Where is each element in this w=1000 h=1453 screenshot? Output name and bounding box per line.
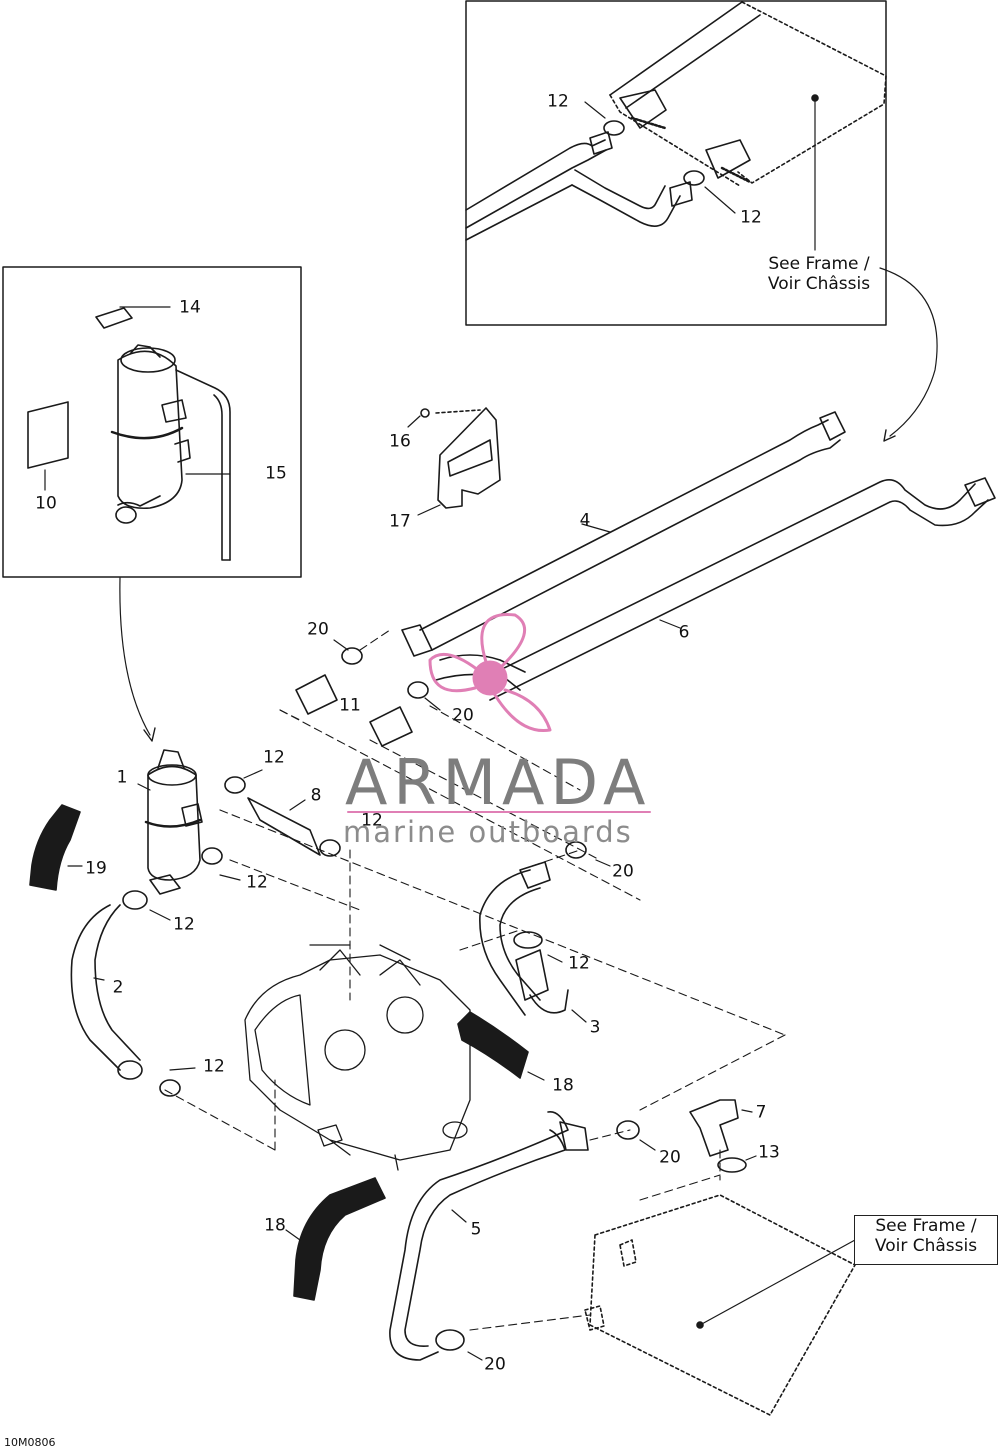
callout-18-a: 18 (552, 1075, 574, 1096)
callout-20-a: 20 (307, 619, 329, 640)
inset-hoses (465, 120, 705, 241)
hose-2 (70, 890, 181, 1097)
callout-11: 11 (339, 695, 361, 716)
hose-5 (389, 1111, 589, 1361)
callout-17: 17 (389, 511, 411, 532)
frame-panel (584, 1194, 856, 1416)
watermark-tagline: marine outboards (343, 815, 633, 849)
inset-left-reservoir-frame (2, 266, 302, 578)
callout-12-f: 12 (203, 1056, 225, 1077)
inset-reservoir (27, 307, 231, 561)
callout-20-b: 20 (452, 705, 474, 726)
watermark-prop-logo (428, 613, 552, 733)
diagram-code: 10M0806 (4, 1436, 56, 1449)
callout-16: 16 (389, 431, 411, 452)
callout-3: 3 (589, 1017, 601, 1038)
hose-18-lower (293, 1177, 386, 1301)
routing-dash-lines (164, 629, 786, 1331)
callout-12-top-b: 12 (740, 207, 762, 228)
callout-6: 6 (678, 622, 690, 643)
callout-13: 13 (758, 1142, 780, 1163)
note-bottom-right: See Frame / Voir Châssis (854, 1215, 998, 1265)
hose-19 (29, 804, 81, 891)
callout-14: 14 (179, 297, 201, 318)
callout-8: 8 (310, 785, 322, 806)
hose-3 (479, 841, 587, 1016)
fitting-7 (616, 1099, 747, 1173)
hose-8 (224, 776, 341, 857)
callout-2: 2 (112, 977, 124, 998)
callout-18-b: 18 (264, 1215, 286, 1236)
callout-12-e: 12 (568, 953, 590, 974)
callout-19: 19 (85, 858, 107, 879)
watermark-brand: ARMADA (345, 746, 652, 819)
callout-12-d: 12 (173, 914, 195, 935)
coolant-reservoir (144, 749, 223, 895)
callout-4: 4 (579, 510, 591, 531)
callout-12-top-a: 12 (547, 91, 569, 112)
engine-block (244, 944, 471, 1171)
inset-top-right-frame (465, 0, 887, 326)
couplers (295, 647, 429, 747)
callout-7: 7 (755, 1102, 767, 1123)
note-top-right: See Frame / Voir Châssis (767, 254, 871, 294)
inset-frame-rails (609, 1, 887, 187)
callout-12-c: 12 (246, 872, 268, 893)
callout-12-b: 12 (361, 810, 383, 831)
callout-20-e: 20 (484, 1354, 506, 1375)
callout-1: 1 (116, 767, 128, 788)
callout-20-c: 20 (612, 861, 634, 882)
hose-18-upper (457, 1011, 529, 1079)
callout-15: 15 (265, 463, 287, 484)
callout-10: 10 (35, 493, 57, 514)
support-bracket (420, 407, 501, 509)
callout-12-a: 12 (263, 747, 285, 768)
callout-5: 5 (470, 1219, 482, 1240)
callout-20-d: 20 (659, 1147, 681, 1168)
